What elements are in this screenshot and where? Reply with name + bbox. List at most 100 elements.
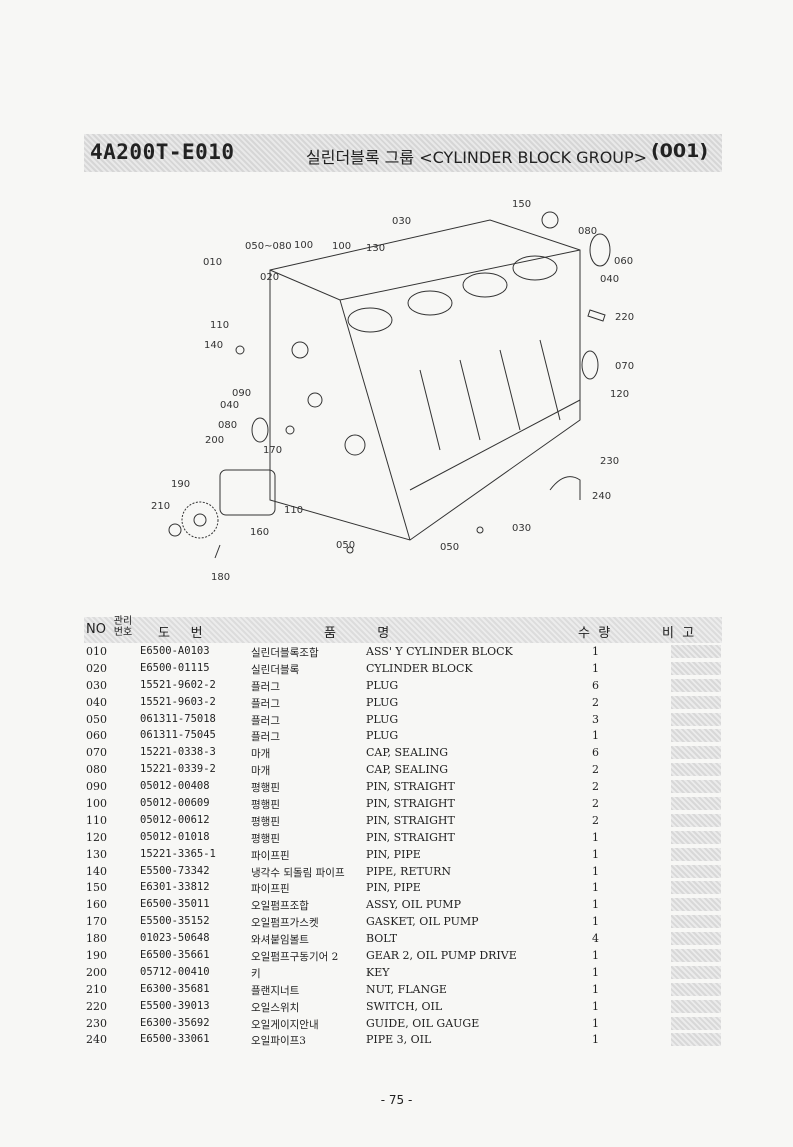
row-no: 040 <box>86 695 107 709</box>
exploded-diagram: 150 030 080 050~080 100 100 130 010 060 … <box>151 190 680 590</box>
row-korean-name: 오일파이프3 <box>251 1035 306 1048</box>
callout: 200 <box>205 435 225 446</box>
callout: 190 <box>171 479 191 490</box>
row-quantity: 2 <box>592 797 599 811</box>
callout: 120 <box>610 389 630 400</box>
row-remarks <box>671 712 721 726</box>
callout: 150 <box>512 199 532 210</box>
row-english-name: BOLT <box>366 932 398 946</box>
callout: 080 <box>218 420 238 431</box>
callout: 080 <box>578 226 598 237</box>
row-part-number: E6500-35011 <box>140 898 210 911</box>
row-part-number: E6500-A0103 <box>140 645 210 657</box>
cylinder-block-drawing <box>168 211 611 559</box>
row-no: 020 <box>86 661 107 675</box>
row-english-name: GEAR 2, OIL PUMP DRIVE <box>366 949 517 963</box>
row-quantity: 1 <box>592 898 599 912</box>
row-korean-name: 실린더블록 <box>251 663 300 676</box>
callout: 040 <box>600 274 620 285</box>
row-english-name: PIN, STRAIGHT <box>366 780 455 794</box>
row-korean-name: 플러그 <box>251 697 280 710</box>
row-korean-name: 냉각수 되돌림 파이프 <box>251 866 345 879</box>
row-quantity: 6 <box>592 746 599 760</box>
row-no: 160 <box>86 898 107 912</box>
row-part-number: 05012-01018 <box>140 830 210 843</box>
row-remarks <box>671 1033 721 1047</box>
row-english-name: ASS' Y CYLINDER BLOCK <box>366 645 513 658</box>
callout: 210 <box>151 501 171 512</box>
row-quantity: 1 <box>592 1033 599 1047</box>
callout: 020 <box>260 272 280 283</box>
row-no: 230 <box>86 1016 107 1030</box>
callout: 140 <box>204 340 224 351</box>
row-part-number: 01023-50648 <box>140 932 210 945</box>
row-remarks <box>671 949 721 963</box>
row-quantity: 2 <box>592 813 599 827</box>
row-english-name: PIN, PIPE <box>366 847 421 861</box>
group-code: 4A200T-E010 <box>90 140 235 164</box>
row-remarks <box>671 695 721 709</box>
row-korean-name: 마개 <box>251 748 271 761</box>
row-remarks <box>671 780 721 794</box>
row-quantity: 1 <box>592 661 599 675</box>
row-part-number: E5500-35152 <box>140 915 210 928</box>
row-part-number: E5500-73342 <box>140 864 210 877</box>
row-korean-name: 오일펌프구동기어 2 <box>251 951 339 964</box>
row-part-number: 15521-9603-2 <box>140 695 216 708</box>
row-remarks <box>671 678 721 692</box>
row-quantity: 1 <box>592 999 599 1013</box>
row-part-number: 05012-00408 <box>140 780 210 793</box>
row-korean-name: 오일펌프조합 <box>251 900 309 913</box>
page-number: - 75 - <box>380 1093 413 1107</box>
row-remarks <box>671 830 721 844</box>
row-korean-name: 와셔붙임볼트 <box>251 934 309 947</box>
row-remarks <box>671 982 721 996</box>
row-no: 080 <box>86 763 107 777</box>
row-korean-name: 평행핀 <box>251 799 280 812</box>
row-english-name: GUIDE, OIL GAUGE <box>366 1016 480 1030</box>
callout: 010 <box>203 257 223 268</box>
row-part-number: 15521-9602-2 <box>140 678 216 691</box>
row-quantity: 2 <box>592 763 599 777</box>
row-remarks <box>671 915 721 929</box>
row-no: 030 <box>86 678 107 692</box>
row-korean-name: 키 <box>251 967 261 980</box>
row-korean-name: 평행핀 <box>251 832 280 845</box>
row-quantity: 2 <box>592 780 599 794</box>
row-korean-name: 오일펌프가스켓 <box>251 917 319 930</box>
col-mgmt: 관리번호 <box>113 616 133 638</box>
row-no: 150 <box>86 881 107 895</box>
row-part-number: E5500-39013 <box>140 999 210 1012</box>
col-remarks: 비 고 <box>662 626 695 641</box>
row-quantity: 1 <box>592 881 599 895</box>
col-part-name: 품 명 <box>324 626 390 641</box>
row-korean-name: 플러그 <box>251 731 280 744</box>
row-quantity: 1 <box>592 965 599 979</box>
row-quantity: 1 <box>592 830 599 844</box>
parts-table-header: NO 관리번호 도 번 품 명 수 량 비 고 <box>84 616 722 643</box>
callout: 100 <box>332 241 352 252</box>
row-english-name: PIPE 3, OIL <box>366 1033 432 1047</box>
row-part-number: 05012-00609 <box>140 797 210 810</box>
row-korean-name: 파이프핀 <box>251 849 290 862</box>
callout: 240 <box>592 491 612 502</box>
row-part-number: 05012-00612 <box>140 813 210 826</box>
row-quantity: 1 <box>592 949 599 963</box>
callout: 110 <box>210 320 230 331</box>
title-banner: 4A200T-E010 실린더블록 그룹 <CYLINDER BLOCK GRO… <box>84 134 722 172</box>
